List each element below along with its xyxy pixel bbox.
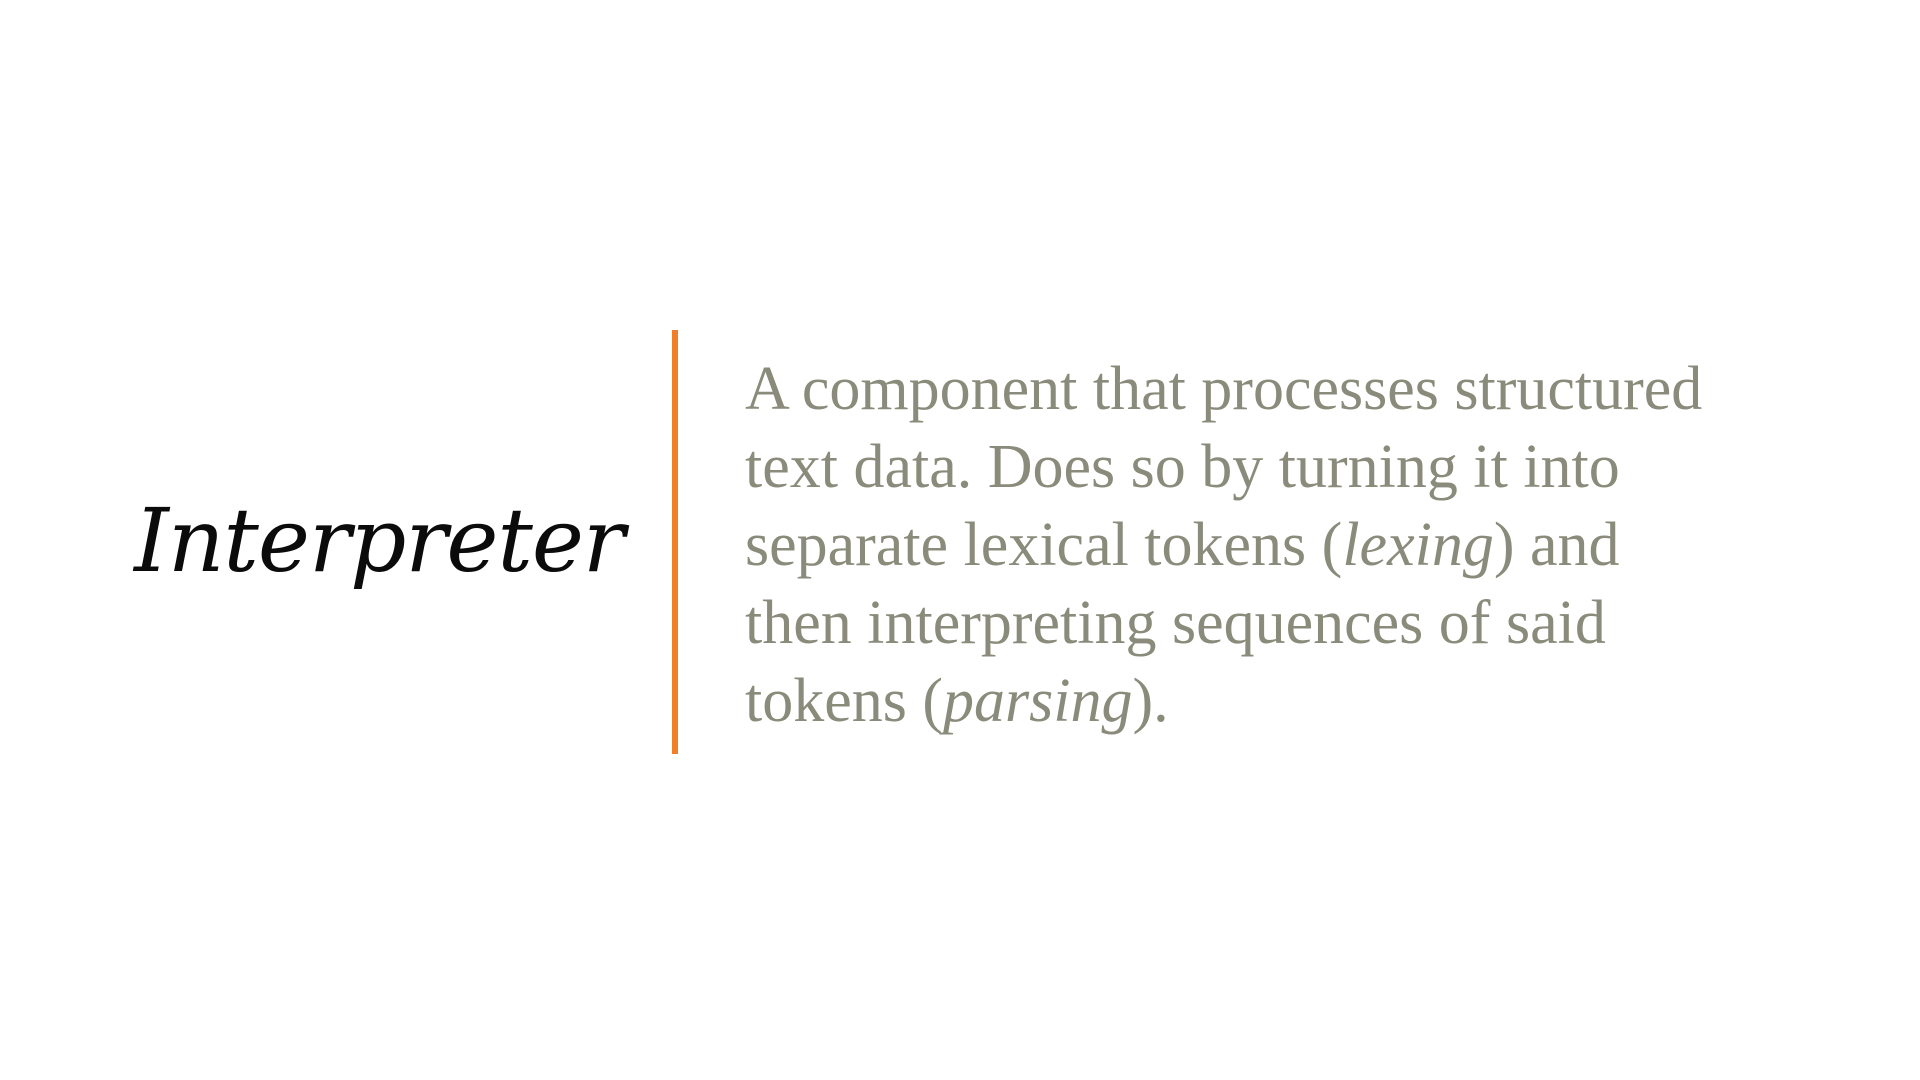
definition-line-5-start: tokens (: [745, 667, 944, 735]
term-title: Interpreter: [134, 489, 625, 592]
definition-line-1: A component that processes structured: [745, 355, 1703, 423]
definition-line-3-end: ) and: [1493, 511, 1620, 579]
definition-line-4: then interpreting sequences of said: [745, 589, 1606, 657]
definition-line-5-end: ).: [1132, 667, 1169, 735]
vertical-divider: [672, 330, 678, 754]
definition-line-2: text data. Does so by turning it into: [745, 433, 1620, 501]
term-parsing: parsing: [943, 667, 1133, 735]
definition-line-3-start: separate lexical tokens (: [745, 511, 1343, 579]
definition-line-5: tokens (parsing).: [745, 662, 1885, 740]
definition-text: A component that processes structured te…: [745, 350, 1885, 740]
term-lexing: lexing: [1342, 511, 1494, 579]
definition-line-3: separate lexical tokens (lexing) and: [745, 506, 1885, 584]
